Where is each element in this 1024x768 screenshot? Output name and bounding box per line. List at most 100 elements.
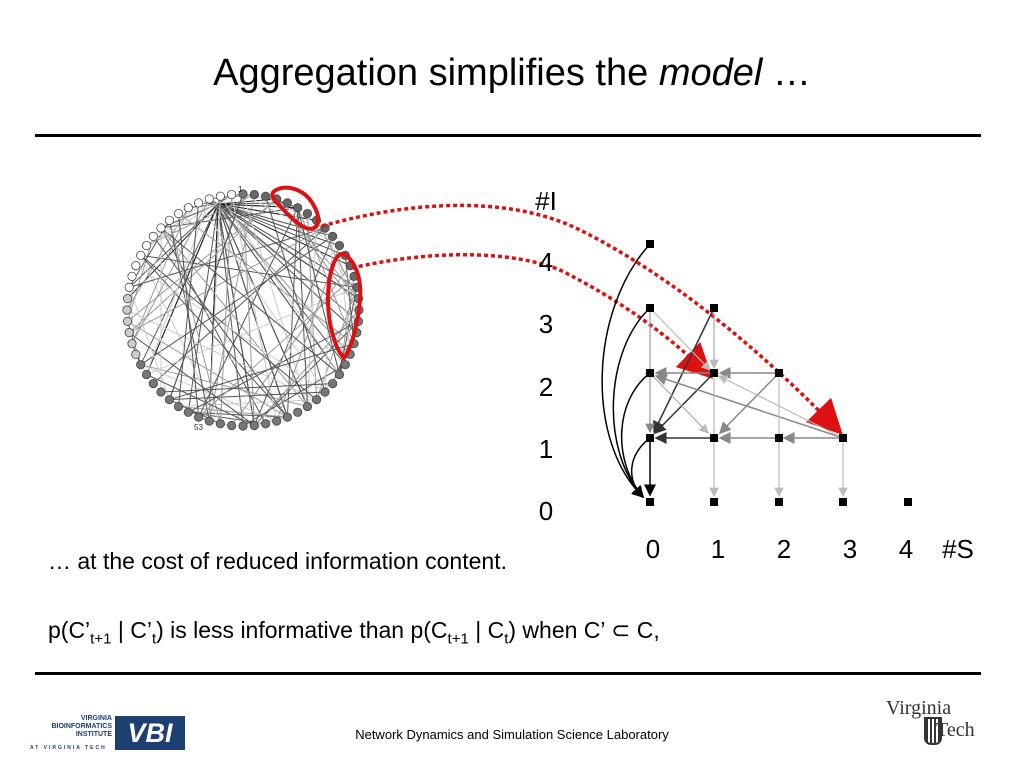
network-edge: [128, 203, 219, 288]
vbi-logo: VIRGINIA BIOINFORMATICS INSTITUTE AT VIR…: [22, 713, 185, 753]
network-edge: [297, 207, 340, 375]
network-edge: [146, 373, 255, 426]
network-edge: [140, 255, 221, 424]
state-node: [775, 369, 783, 377]
network-edge: [126, 309, 317, 401]
network-node: [148, 378, 158, 389]
network-node: [238, 421, 248, 431]
network-edge: [178, 202, 200, 407]
transition-arrow: [718, 372, 780, 435]
network-edge: [242, 193, 308, 407]
network-node: [164, 215, 175, 225]
state-node: [710, 369, 718, 377]
x-tick-label: 2: [777, 534, 791, 564]
network-node: [215, 419, 225, 429]
transition-arrow: [654, 373, 844, 439]
slide-title: Aggregation simplifies the model …: [213, 52, 811, 94]
network-node: [293, 407, 303, 417]
network-edge: [198, 202, 326, 393]
network-node: [136, 360, 146, 370]
highlight-loop-top: [270, 185, 321, 231]
network-node: [148, 231, 158, 242]
network-edge: [126, 207, 189, 311]
network-edge: [146, 198, 210, 375]
footer-text: Network Dynamics and Simulation Science …: [355, 727, 669, 742]
virginia-tech-logo: Virginia Tech: [886, 697, 996, 749]
transition-arrow: [620, 372, 651, 499]
network-edge: [217, 203, 359, 300]
network-node: [194, 412, 204, 422]
network-edge: [242, 193, 255, 426]
formula-text: p(C’t+1 | C’t) is less informative than …: [48, 617, 660, 648]
network-edge: [286, 207, 299, 418]
network-node: [340, 360, 350, 370]
state-node: [646, 434, 654, 442]
network-node: [302, 401, 313, 412]
network-node: [334, 369, 345, 380]
transition-arrow: [717, 375, 844, 439]
y-tick-label: 2: [539, 372, 553, 402]
state-node: [775, 434, 783, 442]
state-node: [646, 304, 654, 312]
aggregation-diagram: 1 53 #I 4 3 2 1 0 0 1 2 3 4 #S: [122, 185, 974, 564]
network-node: [122, 305, 132, 315]
network-node: [282, 412, 292, 422]
network-graph: 1 53: [122, 185, 364, 432]
transition-arrow: [601, 243, 651, 499]
network-edge: [127, 236, 154, 322]
network-edge: [129, 227, 326, 288]
network-edge: [178, 213, 355, 345]
y-tick-label: 0: [539, 496, 553, 526]
state-node: [839, 434, 847, 442]
network-edge: [146, 194, 255, 247]
transition-arrow: [649, 372, 709, 434]
network-node: [261, 191, 271, 201]
highlight-loop-right: [325, 252, 363, 361]
network-edge: [217, 203, 346, 256]
network-edge: [160, 227, 308, 407]
transition-arrow: [649, 307, 711, 371]
subset-symbol: ⊂: [611, 617, 631, 643]
network-node: [136, 250, 146, 260]
network-node: [124, 328, 134, 338]
network-node: [227, 189, 237, 200]
top-rule: [35, 134, 981, 137]
x-tick-label: 4: [899, 534, 913, 564]
state-node: [775, 498, 783, 506]
state-node: [646, 369, 654, 377]
network-node: [249, 189, 259, 200]
network-node: [227, 420, 237, 431]
network-node: [204, 194, 214, 204]
state-node: [710, 434, 718, 442]
network-edge: [265, 195, 298, 209]
state-graph: #I 4 3 2 1 0 0 1 2 3 4 #S: [535, 186, 974, 564]
y-axis-label: #I: [535, 186, 557, 216]
network-node: [122, 294, 133, 304]
state-node: [904, 498, 912, 506]
network-node: [328, 378, 338, 389]
network-node-label-top: 1: [238, 185, 243, 194]
network-edge: [219, 195, 340, 375]
network-node: [272, 416, 282, 426]
network-edge: [128, 287, 170, 400]
network-node: [249, 420, 259, 431]
network-edge: [217, 203, 340, 247]
network-node: [293, 203, 303, 213]
network-node: [204, 416, 214, 426]
network-node: [173, 208, 184, 219]
network-edge: [188, 203, 219, 209]
network-node: [194, 198, 204, 208]
network-node: [311, 395, 322, 405]
network-edge: [217, 203, 358, 288]
network-node: [141, 369, 152, 380]
state-node: [646, 498, 654, 506]
mapping-arrow-right: [351, 253, 714, 379]
network-node: [122, 316, 133, 326]
network-edge: [160, 383, 333, 393]
network-node: [183, 203, 193, 213]
network-edge: [128, 332, 255, 426]
network-edge: [128, 198, 278, 334]
network-node-label-bottom: 53: [194, 423, 203, 432]
state-node: [710, 498, 718, 506]
network-edge: [198, 207, 299, 418]
